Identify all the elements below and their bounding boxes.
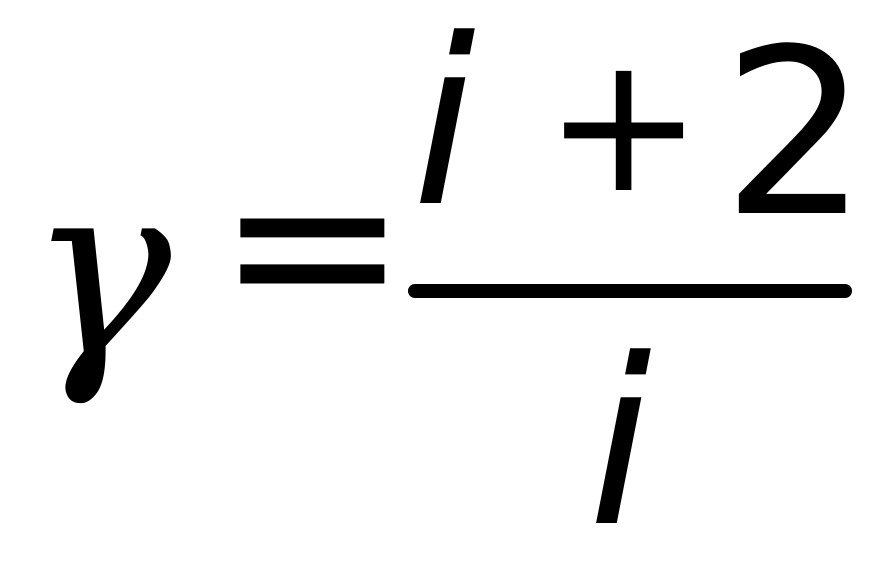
equals-sign: = [216, 111, 409, 378]
numerator-variable: i [412, 0, 476, 258]
numerator-constant: 2 [722, 1, 869, 268]
gamma-symbol: γ [28, 130, 172, 410]
fraction-bar [408, 284, 852, 298]
plus-sign: + [544, 14, 704, 235]
denominator-variable: i [588, 311, 652, 578]
